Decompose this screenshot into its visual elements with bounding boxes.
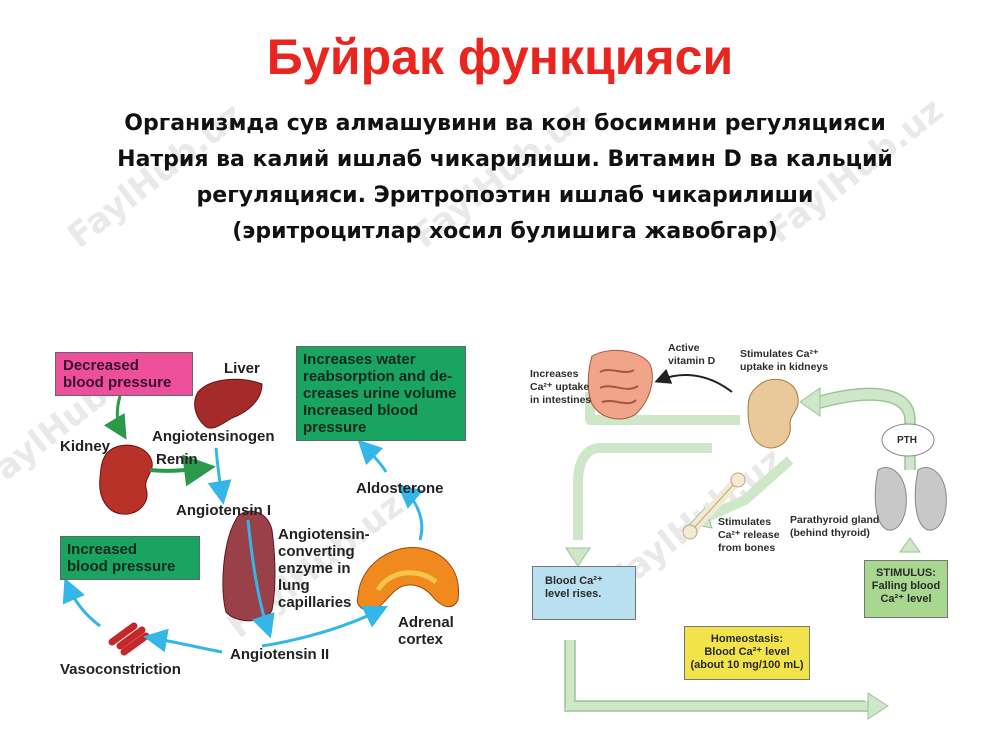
liver-icon bbox=[194, 378, 263, 429]
ace-label: Angiotensin- converting enzyme in lung c… bbox=[278, 526, 370, 611]
ace-line: capillaries bbox=[278, 594, 352, 611]
page-title: Буйрак функцияси bbox=[266, 29, 734, 85]
decreased-bp-line: blood pressure bbox=[63, 374, 172, 391]
homeostasis-line: Blood Ca²⁺ level bbox=[704, 646, 790, 658]
homeostasis-box: Homeostasis: Blood Ca²⁺ level (about 10 … bbox=[684, 626, 810, 680]
stimulates-release-line: Stimulates bbox=[718, 516, 772, 528]
homeostasis-line: Homeostasis: bbox=[710, 633, 784, 645]
subtitle-line: Организмда сув алмашувини ва кон босимин… bbox=[124, 111, 886, 136]
subtitle: Организмда сув алмашувини ва кон босимин… bbox=[60, 106, 950, 250]
active-vitd-line: Active bbox=[668, 342, 700, 354]
parathyroid-label: Parathyroid gland (behind thyroid) bbox=[790, 514, 879, 540]
decreased-bp-box: Decreased blood pressure bbox=[55, 352, 193, 396]
ace-line: lung bbox=[278, 577, 310, 594]
increases-water-line: Increases water bbox=[303, 351, 416, 368]
increases-uptake-line: Increases bbox=[530, 368, 579, 380]
angiotensin1-label: Angiotensin I bbox=[176, 502, 271, 519]
angiotensinogen-label: Angiotensinogen bbox=[152, 428, 275, 445]
increased-bp-box: Increased blood pressure bbox=[60, 536, 200, 580]
stimulus-line: Falling blood bbox=[871, 580, 941, 592]
intestines-icon bbox=[587, 350, 653, 420]
blood-vessel-icon bbox=[108, 622, 150, 656]
vasoconstriction-label: Vasoconstriction bbox=[60, 661, 181, 678]
parathyroid-line: (behind thyroid) bbox=[790, 527, 870, 539]
liver-label: Liver bbox=[224, 360, 260, 377]
ace-line: converting bbox=[278, 543, 355, 560]
pth-oval bbox=[881, 423, 935, 457]
increases-uptake-line: Ca²⁺ uptake bbox=[530, 381, 590, 393]
parathyroid-line: Parathyroid gland bbox=[790, 514, 880, 526]
stimulates-release-line: Ca²⁺ release bbox=[718, 529, 780, 541]
active-vitd-label: Active vitamin D bbox=[668, 342, 715, 368]
decreased-bp-line: Decreased bbox=[63, 357, 139, 374]
subtitle-line: (эритроцитлар хосил булишига жавобгар) bbox=[232, 219, 778, 244]
active-vitd-line: vitamin D bbox=[668, 355, 716, 367]
adrenal-line: Adrenal bbox=[398, 614, 454, 631]
blood-rises-line: level rises. bbox=[545, 588, 602, 600]
stimulus-line: Ca²⁺ level bbox=[880, 593, 932, 605]
thyroid-icon bbox=[874, 467, 947, 531]
increases-water-line: Increased blood bbox=[303, 402, 419, 419]
homeostasis-line: (about 10 mg/100 mL) bbox=[690, 659, 804, 671]
increases-water-line: pressure bbox=[303, 419, 367, 436]
stimulates-kidneys-line: Stimulates Ca²⁺ bbox=[740, 348, 819, 360]
adrenal-line: cortex bbox=[398, 631, 444, 648]
stimulates-release-label: Stimulates Ca²⁺ release from bones bbox=[718, 516, 780, 555]
blood-rises-box: Blood Ca²⁺ level rises. bbox=[532, 566, 636, 620]
kidney-icon bbox=[99, 444, 153, 515]
increases-water-line: creases urine volume bbox=[303, 385, 457, 402]
increased-bp-line: Increased bbox=[67, 541, 138, 558]
increased-bp-line: blood pressure bbox=[67, 558, 176, 575]
lung-icon bbox=[222, 510, 276, 622]
stimulates-kidneys-label: Stimulates Ca²⁺ uptake in kidneys bbox=[740, 348, 828, 374]
stimulates-release-line: from bones bbox=[718, 542, 776, 554]
stimulates-kidneys-line: uptake in kidneys bbox=[740, 361, 829, 373]
increases-water-line: reabsorption and de- bbox=[303, 368, 453, 385]
ace-line: enzyme in bbox=[278, 560, 351, 577]
subtitle-line: регуляцияси. Эритропоэтин ишлаб чикарили… bbox=[196, 183, 814, 208]
kidney-label: Kidney bbox=[60, 438, 111, 455]
adrenal-label: Adrenal cortex bbox=[398, 614, 454, 648]
pth-label: PTH bbox=[897, 435, 917, 446]
stimulus-box: STIMULUS: Falling blood Ca²⁺ level bbox=[864, 560, 948, 618]
increases-uptake-line: in intestines bbox=[530, 394, 592, 406]
angiotensin2-label: Angiotensin II bbox=[230, 646, 330, 663]
kidney-icon bbox=[747, 378, 799, 449]
renin-label: Renin bbox=[156, 451, 198, 468]
blood-rises-line: Blood Ca²⁺ bbox=[545, 575, 603, 587]
increases-water-box: Increases water reabsorption and de- cre… bbox=[296, 346, 466, 441]
ace-line: Angiotensin- bbox=[278, 526, 370, 543]
stimulus-line: STIMULUS: bbox=[876, 567, 936, 579]
increases-uptake-label: Increases Ca²⁺ uptake in intestines bbox=[530, 368, 591, 407]
subtitle-line: Натрия ва калий ишлаб чикарилиши. Витами… bbox=[117, 147, 893, 172]
aldosterone-label: Aldosterone bbox=[356, 480, 444, 497]
